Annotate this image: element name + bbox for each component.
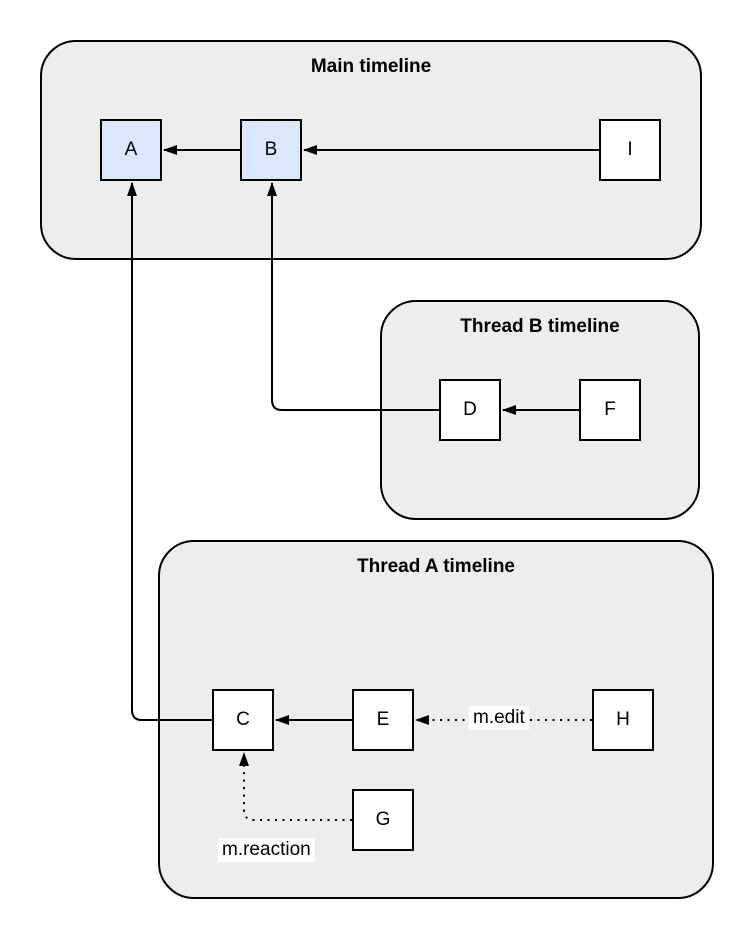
- thread-b-timeline-container: Thread B timeline: [380, 300, 700, 520]
- event-node-e: E: [352, 689, 414, 751]
- thread-b-timeline-title: Thread B timeline: [460, 316, 620, 337]
- event-node-d: D: [439, 379, 501, 441]
- event-node-h: H: [592, 689, 654, 751]
- event-node-c: C: [212, 689, 274, 751]
- event-node-g: G: [352, 789, 414, 851]
- thread-a-timeline-title: Thread A timeline: [356, 556, 515, 577]
- main-timeline-title: Main timeline: [310, 56, 432, 77]
- event-node-f: F: [579, 379, 641, 441]
- event-node-i: I: [599, 119, 661, 181]
- edge-label-m-edit: m.edit: [469, 706, 529, 730]
- event-node-a: A: [100, 119, 162, 181]
- event-node-b: B: [240, 119, 302, 181]
- edge-label-m-reaction: m.reaction: [218, 838, 315, 862]
